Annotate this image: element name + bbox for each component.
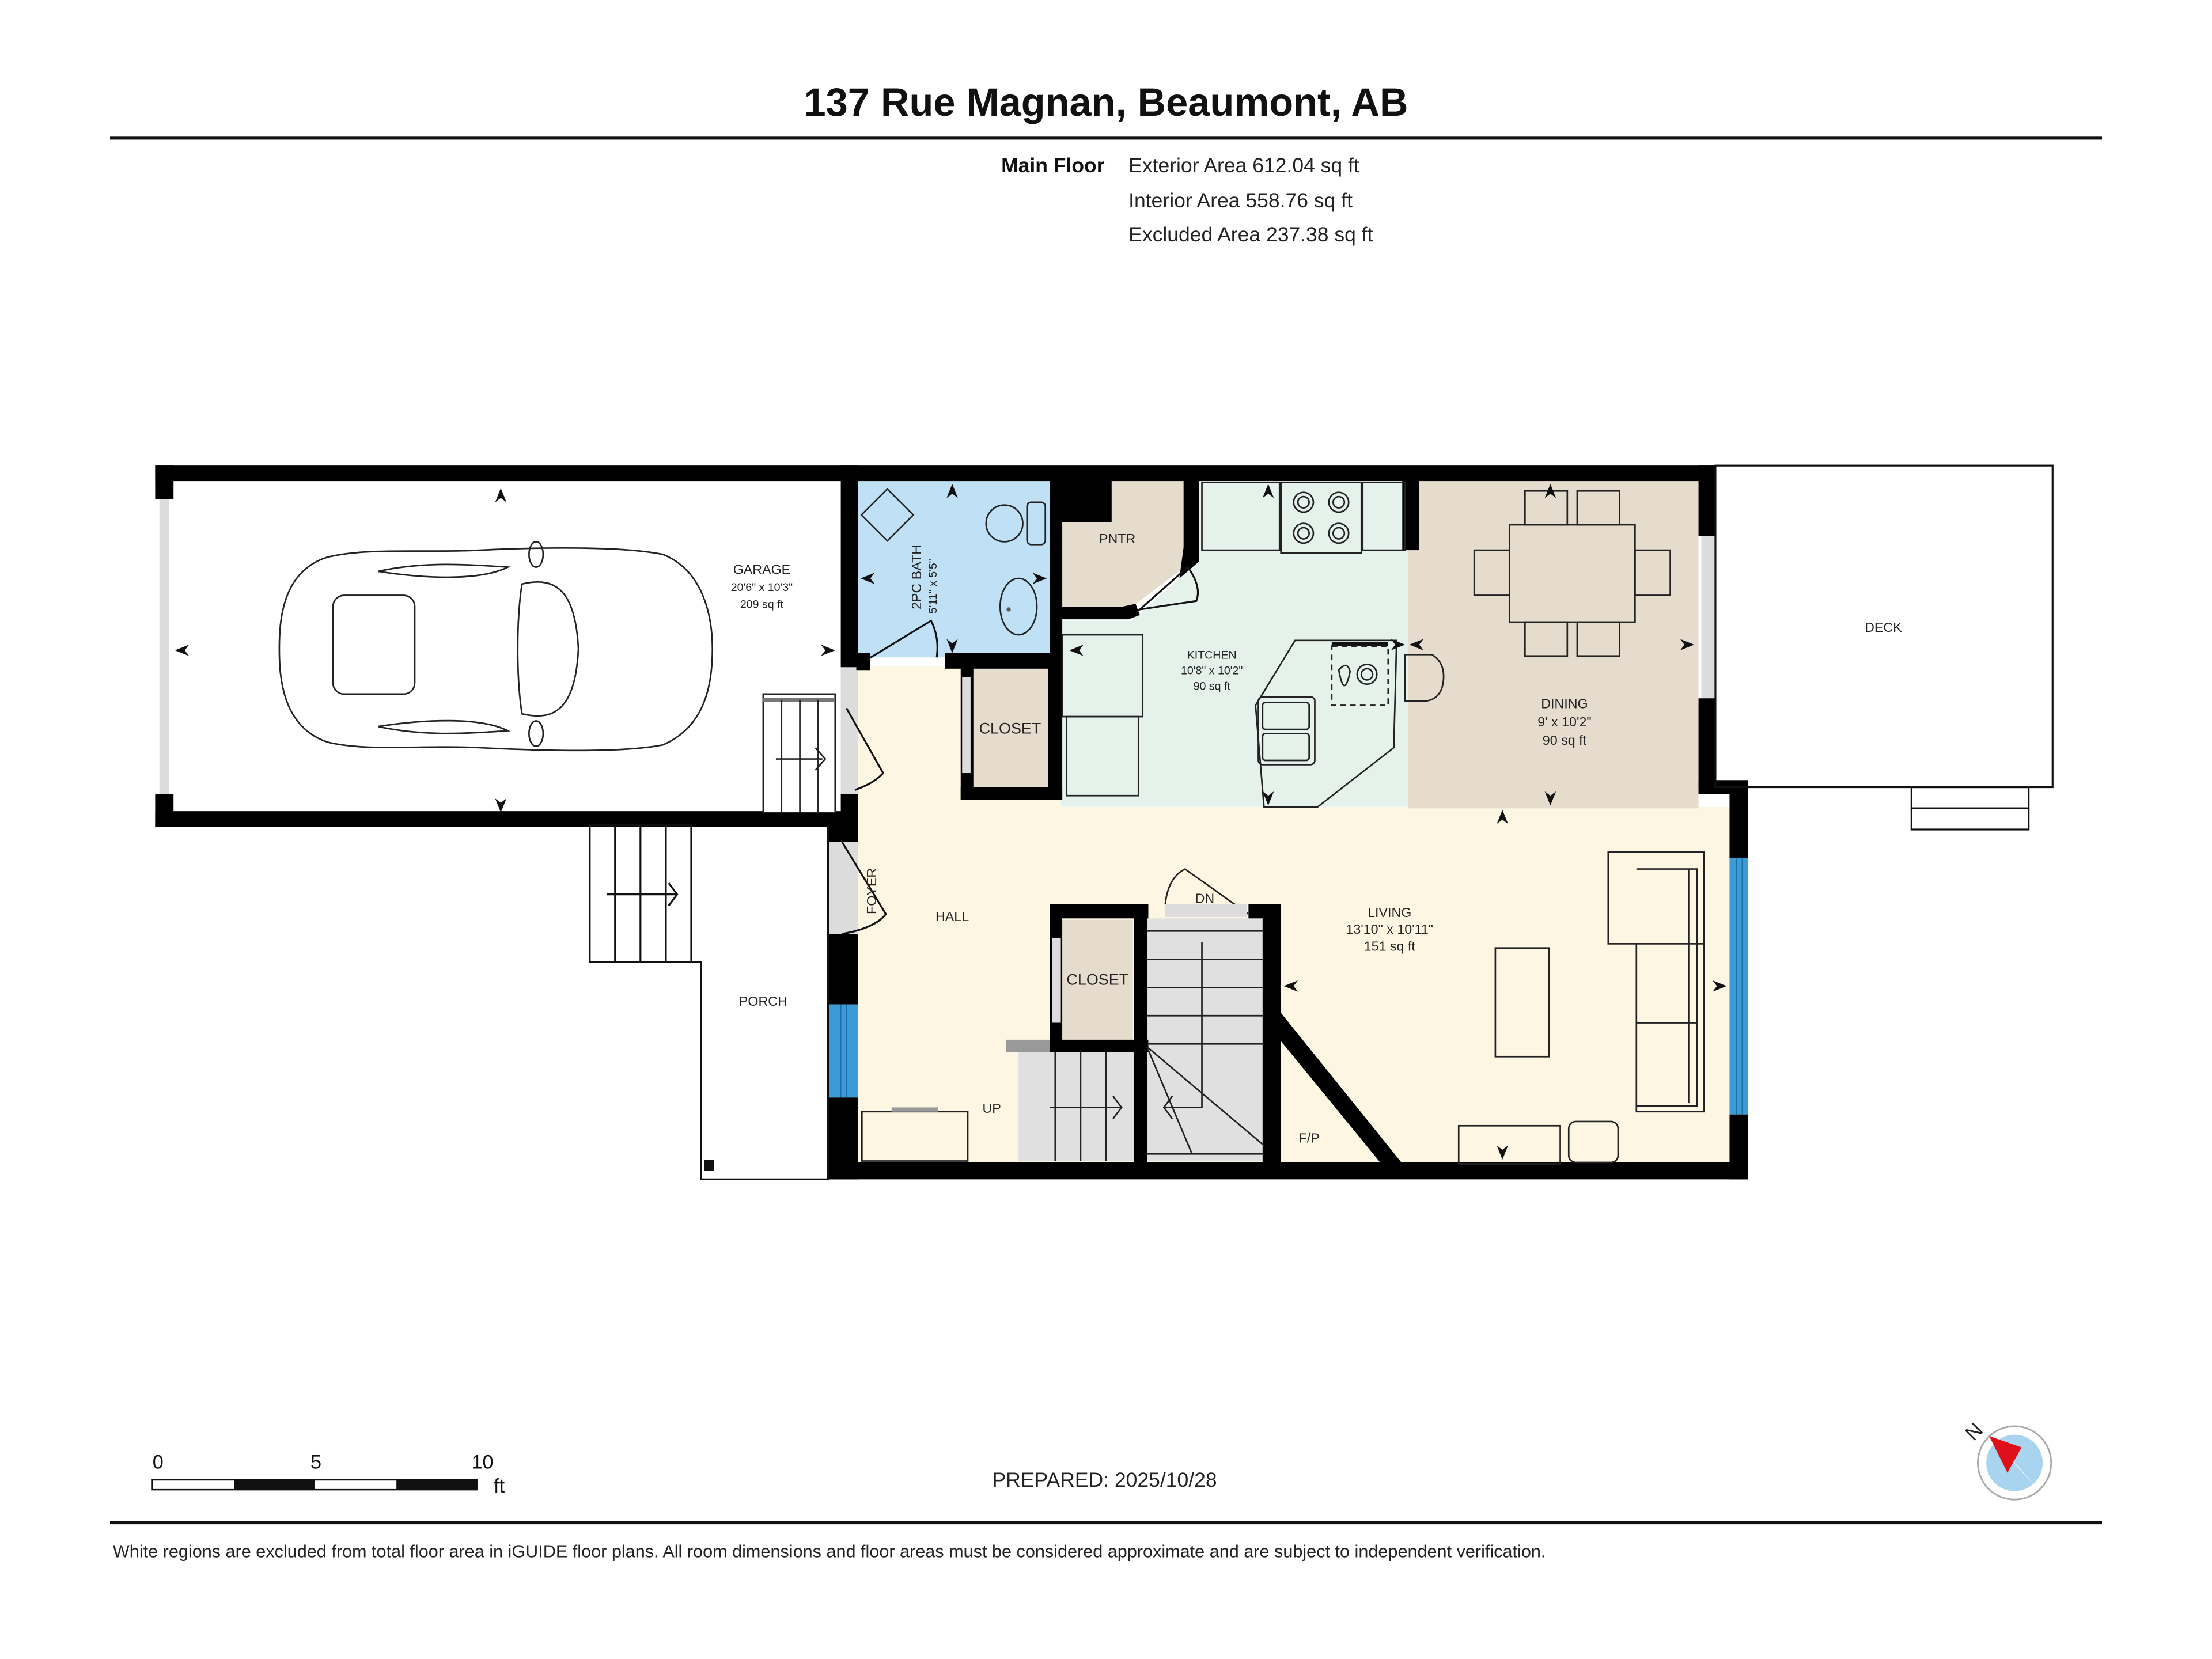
scale-tick-10: 10 [471, 1451, 493, 1473]
scale-unit: ft [494, 1475, 505, 1497]
compass-icon: N [1960, 1418, 2052, 1501]
living: LIVING 13'10" x 10'11" 151 sq ft F/P [1283, 809, 1727, 1165]
bath-dims: 5'11" x 5'5" [927, 559, 940, 613]
deck: DECK [1714, 464, 2054, 831]
dining-dims: 9' x 10'2" [1537, 714, 1591, 729]
scale-bar: 0 5 10 ft [151, 1451, 505, 1497]
footer-rule [110, 1521, 2102, 1525]
compass-north-label: N [1960, 1418, 1987, 1445]
garage-label: GARAGE [733, 562, 790, 577]
closet-lower-label: CLOSET [1066, 971, 1128, 988]
garage-dims: 20'6" x 10'3" [731, 581, 793, 594]
living-label: LIVING [1368, 905, 1411, 920]
prepared-date: PREPARED: 2025/10/28 [993, 1468, 1217, 1491]
bath-label: 2PC BATH [909, 545, 924, 609]
interior-area: Interior Area 558.76 sq ft [1128, 189, 1353, 212]
header-rule [110, 136, 2102, 140]
stairs-down [1146, 868, 1265, 1155]
kitchen-label: KITCHEN [1187, 649, 1237, 662]
kitchen-area: 90 sq ft [1194, 680, 1231, 693]
living-area: 151 sq ft [1364, 939, 1416, 954]
exterior-area: Exterior Area 612.04 sq ft [1128, 154, 1359, 177]
closet-upper-label: CLOSET [979, 719, 1041, 737]
disclaimer-text: White regions are excluded from total fl… [113, 1542, 1546, 1562]
walls [155, 465, 1748, 1180]
car-icon [278, 541, 714, 752]
dining: DINING 9' x 10'2" 90 sq ft [1409, 484, 1695, 806]
excluded-area: Excluded Area 237.38 sq ft [1128, 223, 1373, 246]
pantry-label: PNTR [1099, 531, 1135, 546]
fireplace-label: F/P [1299, 1131, 1320, 1146]
porch: PORCH [589, 824, 830, 1180]
kitchen: KITCHEN 10'8" x 10'2" 90 sq ft [1061, 482, 1445, 808]
living-dims: 13'10" x 10'11" [1346, 922, 1433, 937]
stairs-up-label: UP [982, 1101, 1001, 1116]
dining-label: DINING [1541, 696, 1588, 711]
garage-area: 209 sq ft [740, 599, 784, 611]
deck-label: DECK [1865, 620, 1902, 635]
dining-area: 90 sq ft [1543, 733, 1587, 748]
stairs-up [1050, 1052, 1123, 1161]
scale-tick-0: 0 [153, 1451, 164, 1473]
kitchen-dims: 10'8" x 10'2" [1181, 665, 1243, 677]
garage: GARAGE 20'6" x 10'3" 209 sq ft [175, 488, 884, 813]
floor-label: Main Floor [1001, 154, 1105, 177]
bath: 2PC BATH 5'11" x 5'5" [860, 484, 1047, 661]
scale-tick-5: 5 [310, 1451, 321, 1473]
hall-label: HALL [935, 909, 969, 924]
porch-label: PORCH [739, 994, 787, 1009]
foyer-label: FOYER [864, 868, 879, 914]
page-title: 137 Rue Magnan, Beaumont, AB [804, 80, 1408, 124]
stairs-down-label: DN [1195, 891, 1215, 906]
room-fills [856, 479, 1733, 1165]
